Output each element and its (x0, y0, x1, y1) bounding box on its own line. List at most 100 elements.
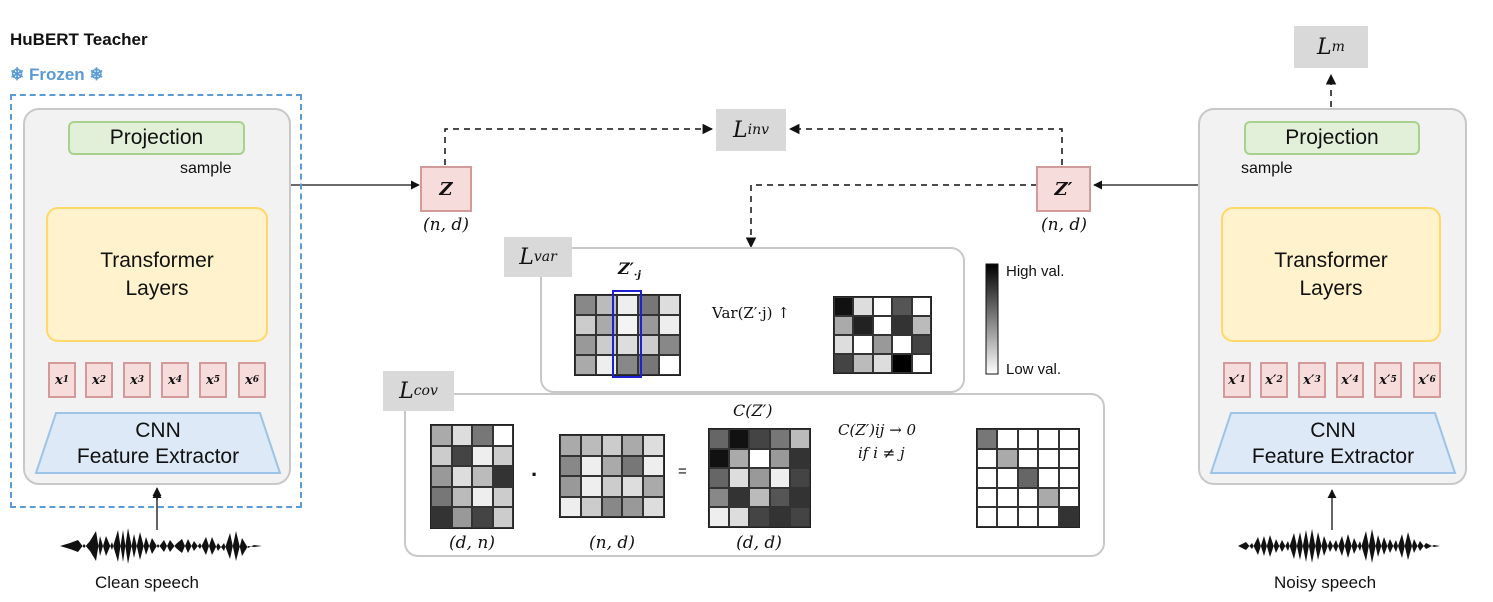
var-output-matrix (833, 296, 932, 374)
frozen-region (10, 94, 302, 508)
matrix-cell (431, 486, 452, 508)
matrix-cell (853, 354, 873, 373)
matrix-cell (1058, 468, 1079, 488)
matrix-cell (911, 316, 931, 335)
var-operation-label: Var(Z′·j) ↑ (712, 304, 790, 322)
var-column-label: Z′·j (618, 259, 642, 282)
matrix-cell (451, 507, 472, 528)
matrix-cell (709, 429, 730, 449)
matrix-cell (997, 487, 1018, 508)
matrix-cell (789, 448, 810, 469)
colorbar-gradient (985, 263, 999, 375)
teacher-cnn-label: CNN Feature Extractor (76, 419, 240, 468)
matrix-cell (1017, 448, 1039, 469)
matrix-cell (853, 297, 873, 316)
cov-c-label: C(Z′) (733, 401, 773, 420)
student-input-x2: x′2 (1260, 362, 1288, 398)
matrix-cell (1017, 429, 1039, 449)
noisy-speech-label: Noisy speech (1274, 573, 1377, 592)
matrix-cell (659, 295, 680, 315)
matrix-cell (472, 445, 493, 467)
matrix-cell (451, 425, 472, 446)
matrix-cell (1058, 429, 1079, 449)
matrix-cell (729, 487, 750, 508)
matrix-cell (872, 335, 893, 354)
matrix-cell (492, 486, 513, 508)
matrix-cell (1058, 507, 1079, 527)
matrix-cell (472, 507, 493, 528)
matrix-cell (729, 448, 750, 469)
matrix-cell (622, 435, 644, 456)
matrix-cell (580, 476, 602, 497)
matrix-cell (622, 455, 644, 476)
student-input-x4: x′4 (1336, 362, 1364, 398)
matrix-cell (492, 507, 513, 528)
matrix-cell (622, 496, 644, 517)
matrix-cell (560, 496, 581, 517)
student-cnn-label: CNN Feature Extractor (1251, 419, 1415, 468)
z-prime-dims: (n, d) (1041, 215, 1087, 235)
matrix-cell (638, 315, 659, 335)
matrix-cell (643, 496, 664, 517)
matrix-cell (769, 429, 790, 449)
matrix-cell (659, 315, 680, 335)
matrix-cell (472, 466, 493, 487)
matrix-cell (601, 455, 623, 476)
matrix-cell (596, 315, 617, 335)
matrix-cell (834, 354, 854, 373)
colorbar-high-label: High val. (1006, 263, 1065, 280)
cov-matrix-dn (430, 424, 514, 529)
matrix-cell (575, 295, 596, 315)
frozen-label: ❄ Frozen ❄ (10, 65, 104, 84)
matrix-cell (451, 486, 472, 508)
var-input-matrix (574, 294, 681, 376)
matrix-cell (643, 435, 664, 456)
matrix-cell (977, 487, 998, 508)
matrix-cell (977, 429, 998, 449)
matrix-cell (709, 487, 730, 508)
matrix-cell (911, 297, 931, 316)
matrix-cell (977, 468, 998, 488)
matrix-cell (729, 429, 750, 449)
matrix-cell (1017, 468, 1039, 488)
clean-speech-waveform (60, 528, 262, 564)
matrix-cell (580, 496, 602, 517)
matrix-cell (892, 316, 912, 335)
matrix-cell (749, 487, 770, 508)
matrix-cell (451, 445, 472, 467)
cov-dim-dn: (d, n) (449, 533, 495, 553)
matrix-cell (492, 425, 513, 446)
teacher-sample-label: sample (180, 160, 232, 177)
cov-dim-dd: (d, d) (736, 533, 782, 553)
cov-equals: = (678, 463, 687, 480)
matrix-cell (617, 335, 638, 355)
matrix-cell (789, 507, 810, 527)
teacher-cnn-shape (34, 412, 282, 474)
matrix-cell (596, 295, 617, 315)
matrix-cell (997, 507, 1018, 527)
matrix-cell (638, 295, 659, 315)
matrix-cell (892, 354, 912, 373)
student-input-x3: x′3 (1298, 362, 1326, 398)
student-cnn-shape (1209, 412, 1457, 474)
matrix-cell (617, 315, 638, 335)
matrix-cell (872, 354, 893, 373)
matrix-cell (1038, 429, 1059, 449)
matrix-cell (617, 355, 638, 375)
matrix-cell (834, 335, 854, 354)
matrix-cell (892, 335, 912, 354)
matrix-cell (575, 355, 596, 375)
cov-dim-nd: (n, d) (589, 533, 635, 553)
cov-rule-line2: if i ≠ j (858, 444, 905, 462)
matrix-cell (560, 476, 581, 497)
matrix-cell (729, 507, 750, 527)
noisy-speech-waveform (1238, 529, 1440, 563)
student-input-x6: x′6 (1413, 362, 1441, 398)
matrix-cell (769, 448, 790, 469)
matrix-cell (575, 315, 596, 335)
student-input-x1: x′1 (1223, 362, 1251, 398)
matrix-cell (977, 448, 998, 469)
